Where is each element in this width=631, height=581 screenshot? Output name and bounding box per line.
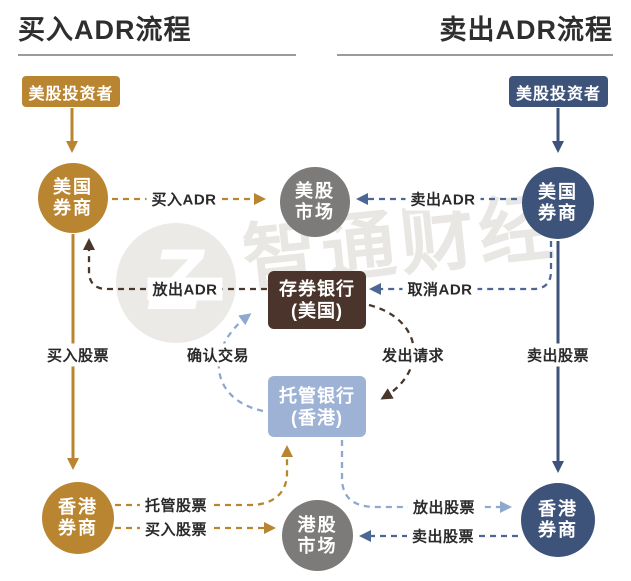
node-hk-market: 港股 市场 bbox=[282, 500, 353, 571]
node-label-line1: 存券银行 bbox=[279, 279, 355, 299]
node-label: 美股投资者 bbox=[515, 85, 601, 103]
cancel-adr-arrow bbox=[369, 241, 553, 295]
label-buy-stock-left: 买入股票 bbox=[41, 343, 115, 367]
node-label-line1: 香港 bbox=[58, 497, 98, 517]
node-label-line2: 市场 bbox=[295, 202, 335, 222]
send-request-arrow bbox=[368, 303, 416, 400]
node-us-market: 美股 市场 bbox=[280, 167, 350, 237]
node-label-line2: (香港) bbox=[291, 407, 343, 428]
sell-flow-title: 卖出ADR流程 bbox=[439, 15, 613, 45]
label-sell-stock-bottom: 卖出股票 bbox=[406, 524, 480, 548]
node-label-line2: 市场 bbox=[297, 535, 338, 556]
node-us-broker-right: 美国 券商 bbox=[522, 167, 594, 239]
label-cancel-adr: 取消ADR bbox=[402, 277, 478, 301]
node-label-line1: 港股 bbox=[297, 514, 338, 535]
node-us-broker-left: 美国 券商 bbox=[38, 163, 108, 233]
node-label-line1: 美股 bbox=[295, 181, 335, 201]
label-buy-adr: 买入ADR bbox=[146, 187, 222, 211]
label-custody-stock: 托管股票 bbox=[139, 493, 213, 517]
label-sell-adr: 卖出ADR bbox=[405, 187, 481, 211]
node-us-investor-left: 美股投资者 bbox=[22, 76, 120, 107]
node-label-line2: 券商 bbox=[538, 203, 578, 223]
node-label-line1: 托管银行 bbox=[279, 385, 355, 406]
sell-title-underline bbox=[337, 54, 613, 56]
node-label-line1: 美国 bbox=[538, 182, 578, 202]
custody-stock-arrow bbox=[115, 445, 293, 507]
label-send-request: 发出请求 bbox=[376, 343, 450, 367]
node-depositary-bank: 存券银行 (美国) bbox=[268, 271, 366, 329]
label-confirm-trade: 确认交易 bbox=[181, 343, 255, 367]
node-hk-broker-left: 香港 券商 bbox=[42, 482, 114, 554]
label-sell-stock-right: 卖出股票 bbox=[521, 343, 595, 367]
node-label-line1: 美国 bbox=[53, 177, 93, 197]
node-custodian-bank: 托管银行 (香港) bbox=[268, 376, 366, 437]
node-label-line2: 券商 bbox=[538, 520, 578, 540]
node-label-line2: 券商 bbox=[53, 198, 93, 218]
buy-title-underline bbox=[18, 54, 296, 56]
confirm-trade-arrow bbox=[217, 313, 264, 413]
label-release-adr: 放出ADR bbox=[147, 277, 223, 301]
node-label-line2: 券商 bbox=[58, 518, 98, 538]
node-label: 美股投资者 bbox=[28, 85, 114, 103]
buy-flow-title: 买入ADR流程 bbox=[18, 15, 192, 45]
release-stock-arrow bbox=[340, 440, 512, 513]
release-adr-arrow bbox=[83, 238, 267, 291]
label-buy-stock-bottom: 买入股票 bbox=[139, 517, 213, 541]
node-us-investor-right: 美股投资者 bbox=[509, 76, 608, 107]
node-label-line2: (美国) bbox=[291, 301, 343, 321]
label-release-stock: 放出股票 bbox=[407, 495, 481, 519]
node-label-line1: 香港 bbox=[538, 499, 578, 519]
node-hk-broker-right: 香港 券商 bbox=[521, 483, 595, 557]
